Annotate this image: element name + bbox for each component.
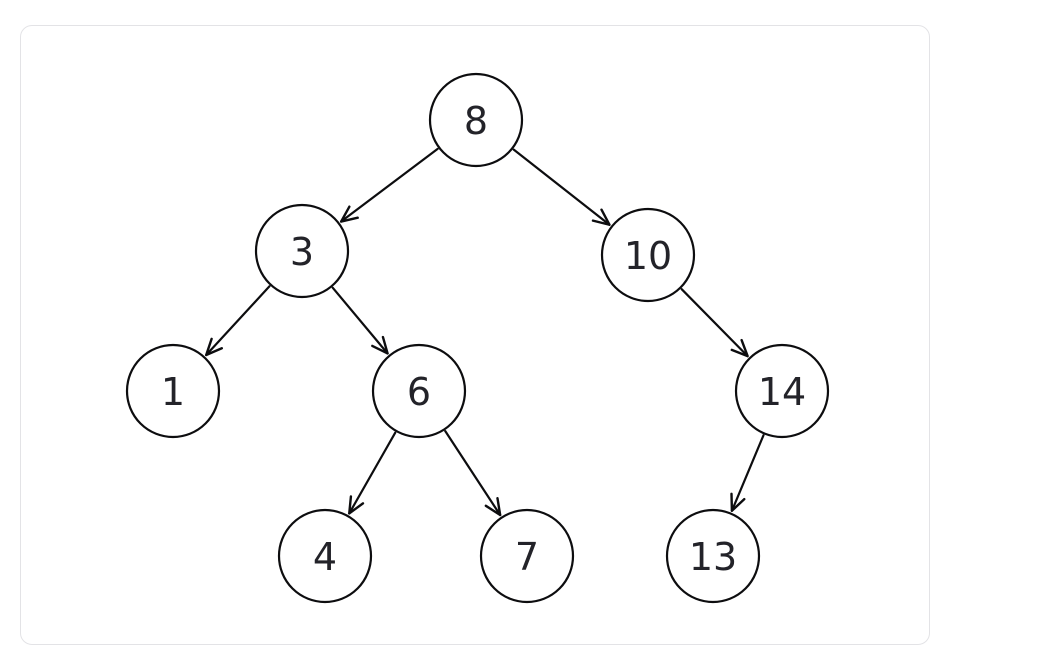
node-label: 1 bbox=[161, 370, 185, 414]
node-circle[interactable] bbox=[371, 343, 467, 439]
tree-node[interactable]: 1 bbox=[125, 343, 221, 439]
tree-node[interactable]: 4 bbox=[277, 508, 373, 604]
arrow-head-icon bbox=[484, 497, 502, 517]
arrow-head-icon bbox=[730, 338, 749, 358]
node-label: 7 bbox=[515, 535, 539, 579]
tree-node[interactable]: 13 bbox=[665, 508, 761, 604]
edge-layer bbox=[205, 147, 765, 517]
arrow-head-icon bbox=[348, 495, 365, 515]
node-circle[interactable] bbox=[277, 508, 373, 604]
tree-node[interactable]: 8 bbox=[428, 72, 524, 168]
arrow-head-icon bbox=[205, 337, 224, 357]
tree-edge bbox=[205, 285, 271, 357]
node-label: 6 bbox=[407, 370, 431, 414]
node-circle[interactable] bbox=[734, 343, 830, 439]
arrow-head-icon bbox=[730, 492, 746, 512]
arrow-head-icon bbox=[371, 335, 389, 355]
node-label: 14 bbox=[758, 370, 806, 414]
tree-edge bbox=[331, 286, 389, 355]
tree-node[interactable]: 6 bbox=[371, 343, 467, 439]
node-circle[interactable] bbox=[125, 343, 221, 439]
tree-node[interactable]: 3 bbox=[254, 203, 350, 299]
tree-edge bbox=[339, 147, 439, 223]
tree-node[interactable]: 14 bbox=[734, 343, 830, 439]
tree-node[interactable]: 7 bbox=[479, 508, 575, 604]
node-layer: 8 3 10 1 6 14 4 7 13 bbox=[125, 72, 830, 604]
tree-node[interactable]: 10 bbox=[600, 207, 696, 303]
tree-edge bbox=[512, 148, 611, 226]
node-label: 4 bbox=[313, 535, 337, 579]
node-circle[interactable] bbox=[665, 508, 761, 604]
node-label: 13 bbox=[689, 535, 737, 579]
tree-edge bbox=[730, 434, 765, 512]
node-label: 10 bbox=[624, 234, 672, 278]
node-label: 3 bbox=[290, 230, 314, 274]
node-circle[interactable] bbox=[254, 203, 350, 299]
arrow-head-icon bbox=[339, 205, 359, 223]
node-label: 8 bbox=[464, 99, 488, 143]
arrow-head-icon bbox=[591, 208, 611, 226]
tree-edge bbox=[444, 430, 502, 517]
node-circle[interactable] bbox=[479, 508, 575, 604]
node-circle[interactable] bbox=[428, 72, 524, 168]
tree-edge bbox=[348, 431, 397, 515]
tree-edge bbox=[680, 288, 749, 358]
node-circle[interactable] bbox=[600, 207, 696, 303]
